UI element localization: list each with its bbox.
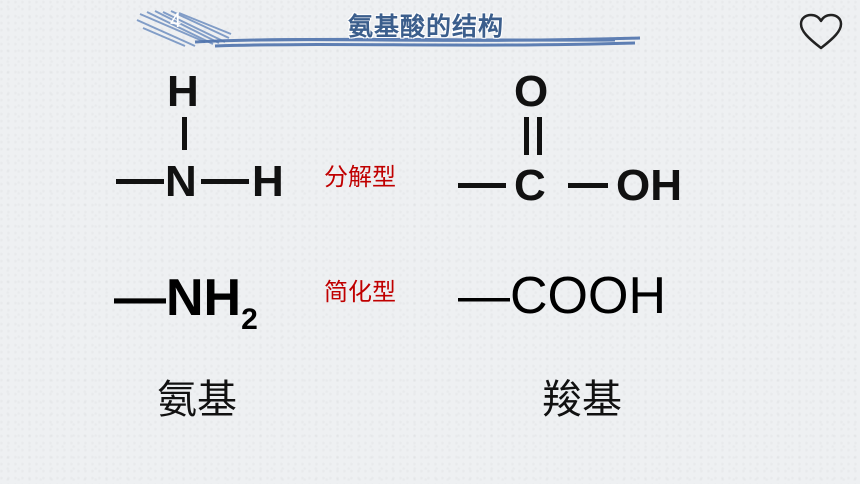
heart-icon[interactable]: [798, 12, 844, 52]
carboxyl-left-bond: [458, 183, 506, 188]
amino-n: N: [165, 157, 197, 206]
amino-right-bond: [201, 179, 249, 184]
amino-right-h: H: [252, 157, 284, 206]
slide-title: 氨基酸的结构: [348, 12, 505, 41]
amino-simplified-main: —NH: [114, 269, 242, 327]
carboxyl-double-bond-a: [524, 117, 529, 155]
header-brush-strokes: [136, 10, 641, 48]
carboxyl-c: C: [514, 161, 546, 210]
amino-vertical-bond: [182, 117, 187, 150]
carboxyl-oh: OH: [616, 161, 682, 210]
carboxyl-o: O: [514, 67, 549, 116]
simplified-type-label: 简化型: [324, 278, 396, 306]
amino-name: 氨基: [157, 377, 237, 423]
amino-left-bond: [116, 179, 164, 184]
amino-top-h: H: [167, 67, 199, 116]
amino-simplified-subscript: 2: [241, 303, 258, 336]
carboxyl-name: 羧基: [542, 377, 622, 423]
carboxyl-simplified-formula: —COOH: [458, 267, 666, 325]
expanded-type-label: 分解型: [324, 163, 396, 191]
slide-number: 4: [170, 10, 182, 32]
carboxyl-double-bond-b: [537, 117, 542, 155]
carboxyl-right-bond: [568, 183, 608, 188]
amino-simplified-formula: —NH2: [114, 269, 258, 335]
